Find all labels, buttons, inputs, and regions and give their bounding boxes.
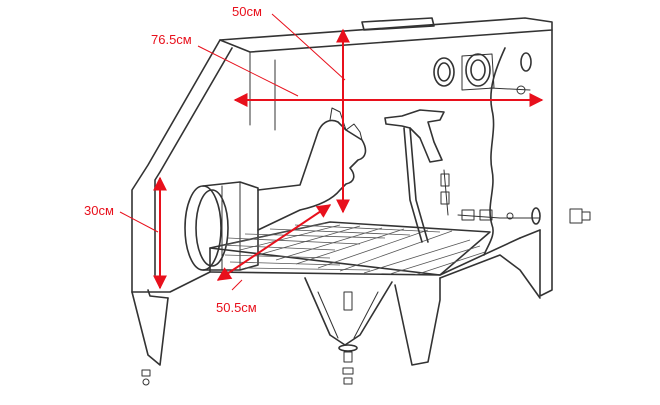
air-fittings: [433, 52, 591, 225]
grid-depth-dimension-line: [216, 204, 332, 281]
glove: [257, 107, 367, 231]
glove-port-height-label: 30см: [84, 203, 114, 218]
height-label: 50см: [232, 4, 262, 19]
cabinet-body: [131, 17, 553, 366]
width-label: 76.5см: [151, 32, 192, 47]
right-leg: [394, 254, 541, 366]
grid-depth-label: 50.5см: [216, 300, 257, 315]
dimension-lines: [119, 13, 544, 291]
hopper: [304, 277, 393, 385]
left-foot: [141, 369, 151, 386]
blast-gun: [384, 109, 450, 243]
glove-port: [184, 181, 259, 271]
